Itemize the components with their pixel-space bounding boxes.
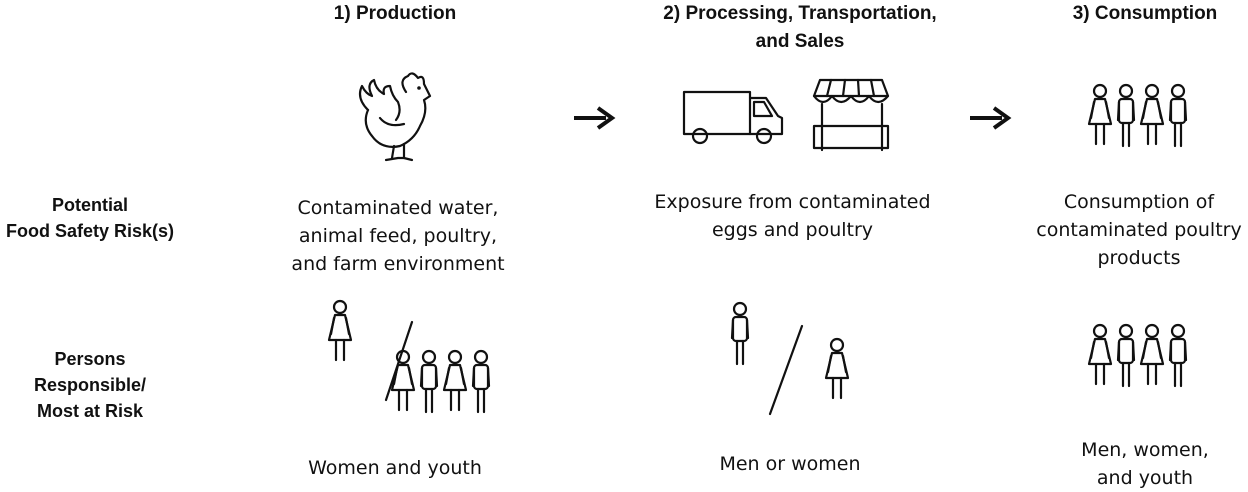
persons-text-consumption: Men, women, and youth [1081,439,1209,489]
arrow-right-icon [574,106,616,130]
group-of-people-icon [1089,85,1186,146]
risk-text-production: Contaminated water, animal feed, poultry… [291,197,505,275]
arrow-right-icon [970,106,1012,130]
woman-icon [327,299,353,362]
market-stall-icon [812,78,890,152]
persons-text-production: Women and youth [308,457,482,479]
divider-slash [768,324,804,416]
woman-icon [824,337,850,400]
row-label-risk: Potential Food Safety Risk(s) [5,195,175,241]
chicken-icon [358,72,432,162]
group-of-people-icon [1089,325,1186,386]
risk-text-processing: Exposure from contaminated eggs and poul… [654,191,931,241]
group-of-youth-icon [392,351,489,412]
truck-icon [682,90,784,145]
persons-text-processing: Men or women [719,453,861,475]
stage-title-consumption: 3) Consumption [1072,3,1218,24]
man-icon [730,301,750,366]
row-label-persons: Persons Responsible/ Most at Risk [33,349,147,421]
risk-text-consumption: Consumption of contaminated poultry prod… [1036,191,1242,269]
stage-title-production: 1) Production [333,3,457,24]
stage-title-processing: 2) Processing, Transportation, and Sales [663,3,937,52]
